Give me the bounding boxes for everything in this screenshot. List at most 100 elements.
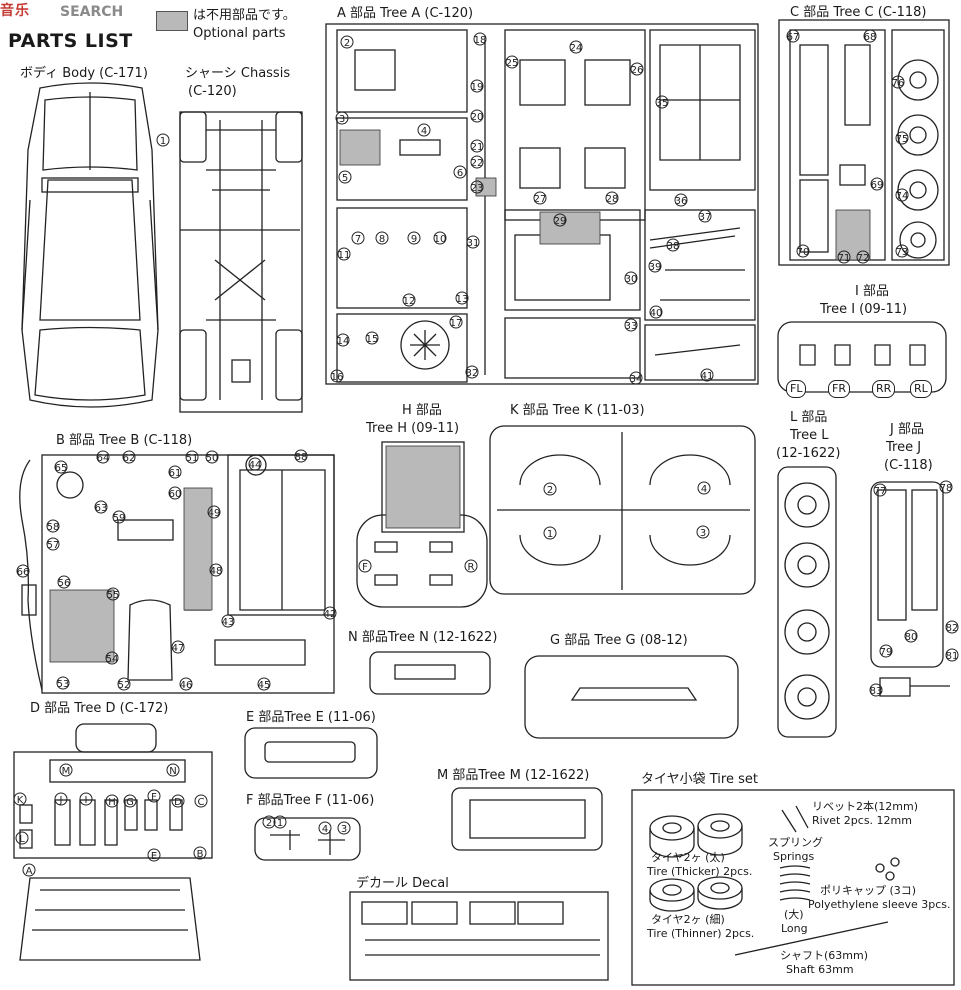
svg-text:49: 49 <box>208 508 221 519</box>
svg-text:2: 2 <box>266 818 272 829</box>
svg-text:59: 59 <box>113 513 126 524</box>
svg-text:L: L <box>19 834 25 845</box>
svg-text:33: 33 <box>625 321 638 332</box>
legend-text-jp: は不用部品です。 <box>193 8 296 23</box>
spring-label-jp: スプリング <box>768 836 823 849</box>
tree-k-label: K 部品 Tree K (11-03) <box>510 403 645 418</box>
svg-text:15: 15 <box>366 334 379 345</box>
tree-b-label: B 部品 Tree B (C-118) <box>56 433 193 448</box>
svg-text:N: N <box>169 766 176 777</box>
tire-thin-label-en: Tire (Thinner) 2pcs. <box>647 927 755 940</box>
svg-text:11: 11 <box>338 250 351 261</box>
watermark-brand: 音乐 <box>0 3 30 19</box>
svg-text:68: 68 <box>864 32 877 43</box>
tree-g-label: G 部品 Tree G (08-12) <box>550 633 688 648</box>
svg-text:18: 18 <box>474 35 487 46</box>
svg-text:2: 2 <box>344 38 350 49</box>
tree-n-label: N 部品Tree N (12-1622) <box>348 630 498 645</box>
svg-text:50: 50 <box>206 453 219 464</box>
svg-text:17: 17 <box>450 318 463 329</box>
svg-text:6: 6 <box>457 168 463 179</box>
svg-text:44: 44 <box>249 460 262 471</box>
svg-text:B: B <box>197 849 204 860</box>
svg-text:53: 53 <box>57 679 70 690</box>
spring-label-en: Springs <box>773 850 815 863</box>
svg-text:43: 43 <box>222 617 235 628</box>
svg-text:21: 21 <box>471 142 484 153</box>
svg-text:37: 37 <box>699 212 712 223</box>
svg-text:46: 46 <box>180 680 193 691</box>
svg-text:47: 47 <box>172 643 185 654</box>
tree-i-label-jp: I 部品 <box>855 284 889 299</box>
tire-thick-label-en: Tire (Thicker) 2pcs. <box>647 865 753 878</box>
tree-a-label: A 部品 Tree A (C-120) <box>337 6 474 21</box>
svg-text:J: J <box>59 795 63 806</box>
decal-label: デカール Decal <box>356 876 449 891</box>
svg-text:M: M <box>62 766 71 777</box>
svg-text:34: 34 <box>630 374 643 385</box>
optional-parts-swatch <box>156 11 188 31</box>
chassis-label-code: (C-120) <box>188 84 237 99</box>
svg-text:3: 3 <box>700 528 706 539</box>
svg-text:29: 29 <box>554 216 567 227</box>
svg-text:1: 1 <box>160 136 166 147</box>
poly-label-en: Polyethylene sleeve 3pcs. <box>808 898 951 911</box>
svg-text:36: 36 <box>675 196 688 207</box>
svg-text:66: 66 <box>17 567 30 578</box>
svg-text:I: I <box>85 795 88 806</box>
tree-h-label-jp: H 部品 <box>402 403 442 418</box>
tree-c-frame <box>778 19 950 266</box>
svg-text:30: 30 <box>625 274 638 285</box>
svg-text:45: 45 <box>258 680 271 691</box>
svg-text:12: 12 <box>403 296 416 307</box>
svg-text:2: 2 <box>547 485 553 496</box>
svg-text:73: 73 <box>896 247 909 258</box>
svg-text:58: 58 <box>47 522 60 533</box>
tree-i-tag-rr: RR <box>872 380 896 398</box>
tree-j-code: (C-118) <box>884 458 933 473</box>
svg-text:78: 78 <box>940 483 953 494</box>
decal-sheet <box>349 891 609 981</box>
tree-l-code: (12-1622) <box>776 446 841 461</box>
svg-text:H: H <box>108 797 116 808</box>
svg-text:81: 81 <box>946 651 959 662</box>
tree-f-label: F 部品Tree F (11-06) <box>246 793 375 808</box>
svg-text:65: 65 <box>55 463 68 474</box>
svg-text:82: 82 <box>946 623 959 634</box>
svg-text:48: 48 <box>210 566 223 577</box>
svg-text:4: 4 <box>322 824 328 835</box>
svg-text:70: 70 <box>797 247 810 258</box>
svg-text:R: R <box>468 562 475 573</box>
part-number-markers: 1 2 3 4 5 6 7 8 9 10 11 12 13 14 15 16 1… <box>13 29 959 877</box>
svg-text:7: 7 <box>355 234 361 245</box>
svg-text:F: F <box>362 562 368 573</box>
tree-k-frame <box>489 425 756 595</box>
svg-text:75: 75 <box>896 134 909 145</box>
svg-text:38: 38 <box>667 241 680 252</box>
tree-n-frame <box>369 651 491 695</box>
svg-text:76: 76 <box>892 78 905 89</box>
svg-text:13: 13 <box>456 294 469 305</box>
svg-text:26: 26 <box>631 65 644 76</box>
long-label-jp: (大) <box>784 908 804 921</box>
svg-text:57: 57 <box>47 540 60 551</box>
tree-l-frame <box>777 466 837 738</box>
tire-set-label: タイヤ小袋 Tire set <box>641 772 758 787</box>
svg-text:88: 88 <box>295 452 308 463</box>
svg-text:G: G <box>126 797 134 808</box>
svg-text:42: 42 <box>324 609 337 620</box>
tree-j-label: Tree J <box>886 440 922 455</box>
svg-text:79: 79 <box>880 647 893 658</box>
tree-i-tag-fr: FR <box>828 380 850 398</box>
svg-text:40: 40 <box>650 308 663 319</box>
svg-text:5: 5 <box>342 173 348 184</box>
svg-text:10: 10 <box>434 234 447 245</box>
tire-thick-label-jp: タイヤ2ヶ (太) <box>651 851 725 864</box>
svg-text:54: 54 <box>106 654 119 665</box>
svg-text:77: 77 <box>874 486 887 497</box>
tree-d-frame <box>75 723 157 753</box>
svg-text:32: 32 <box>466 368 479 379</box>
svg-text:39: 39 <box>649 262 662 273</box>
tree-j-frame <box>870 481 944 668</box>
